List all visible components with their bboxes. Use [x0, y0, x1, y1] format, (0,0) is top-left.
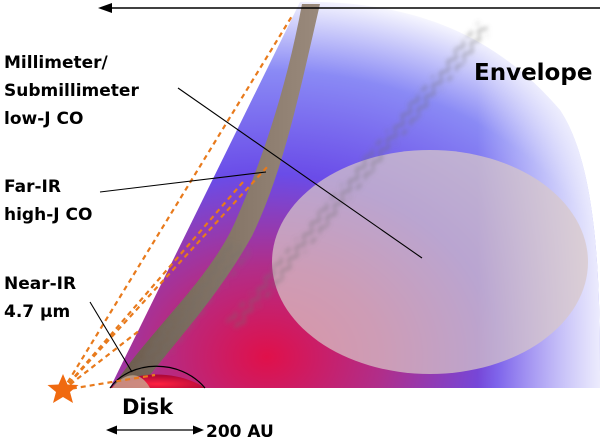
label-near-ir-line2: 4.7 μm — [4, 302, 70, 322]
label-millimeter-line3: low-J CO — [4, 109, 83, 129]
ray-1 — [62, 15, 293, 391]
line-of-sight-rays — [62, 15, 293, 392]
double-arrow-icon — [106, 425, 204, 435]
top-arrow — [98, 3, 600, 13]
ray-4 — [62, 329, 141, 391]
label-near-ir-line1: Near-IR — [4, 274, 76, 294]
label-far-ir-line2: high-J CO — [4, 205, 92, 225]
label-envelope: Envelope — [474, 60, 592, 86]
leader-near-ir — [89, 301, 133, 373]
leader-millimeter — [177, 87, 423, 259]
left-arrow-icon — [98, 3, 112, 13]
star-icon — [47, 374, 79, 403]
label-millimeter-line1: Millimeter/ — [4, 53, 109, 73]
warm-inner-region — [272, 150, 588, 374]
ray-2 — [62, 165, 269, 391]
ray-5 — [62, 373, 156, 392]
label-far-ir-line1: Far-IR — [4, 177, 61, 197]
label-scale: 200 AU — [206, 422, 274, 440]
leader-far-ir — [99, 171, 267, 193]
ray-3 — [62, 181, 244, 391]
label-disk: Disk — [122, 395, 174, 419]
disk-outline — [109, 365, 206, 389]
scale-bar — [106, 425, 204, 435]
label-millimeter-line2: Submillimeter — [4, 81, 139, 101]
disk-inner-rim — [112, 375, 150, 388]
wavy-emission-band — [132, 22, 492, 380]
outflow-cavity-wall — [112, 4, 320, 388]
